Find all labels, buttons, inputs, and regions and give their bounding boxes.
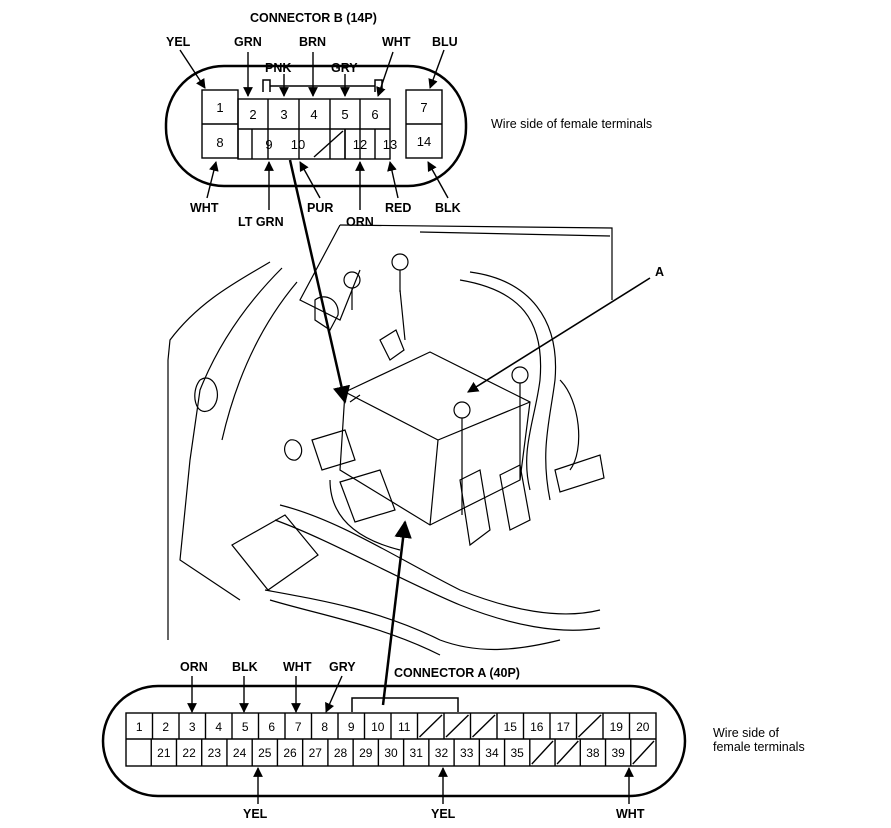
wire-label: BLU — [432, 35, 458, 49]
pin: 8 — [216, 135, 223, 150]
vehicle-illustration — [167, 224, 613, 656]
pin: 1 — [136, 720, 143, 734]
wire-label: YEL — [166, 35, 191, 49]
pin: 4 — [310, 107, 317, 122]
wire-label: GRN — [234, 35, 262, 49]
pin: 26 — [283, 746, 297, 760]
pin: 39 — [611, 746, 625, 760]
pin: 27 — [309, 746, 323, 760]
wire-label: ORN — [346, 215, 374, 229]
pin: 4 — [215, 720, 222, 734]
connector-b-bottom-arrows — [206, 161, 449, 210]
pin: 31 — [410, 746, 424, 760]
wire-label: GRY — [331, 61, 358, 75]
pin: 6 — [268, 720, 275, 734]
pin: 23 — [208, 746, 222, 760]
wire-label: WHT — [190, 201, 219, 215]
pin: 20 — [636, 720, 650, 734]
pin: 38 — [586, 746, 600, 760]
wire-label: PUR — [307, 201, 333, 215]
connector-a-shell — [101, 684, 687, 798]
pin: 28 — [334, 746, 348, 760]
pin: 30 — [384, 746, 398, 760]
pin: 7 — [420, 100, 427, 115]
pin: 14 — [417, 134, 431, 149]
connector-a-top-arrows — [187, 675, 343, 713]
wire-label: GRY — [329, 660, 356, 674]
wire-label: BLK — [232, 660, 258, 674]
pin: 3 — [280, 107, 287, 122]
connector-b-pins: 1 2 3 4 5 6 7 8 9 10 12 13 14 — [216, 100, 431, 152]
connector-b-side-note: Wire side of female terminals — [491, 117, 652, 131]
connector-a-side-note-line2: female terminals — [713, 740, 805, 754]
connector-a-bottom-arrows — [253, 767, 634, 804]
pin: 24 — [233, 746, 247, 760]
pin: 34 — [485, 746, 499, 760]
connector-a-leader — [381, 520, 412, 706]
wire-label: WHT — [616, 807, 645, 821]
connector-a-latch — [351, 697, 459, 712]
component-a-leader — [467, 277, 651, 393]
pin: 5 — [242, 720, 249, 734]
wire-label: BLK — [435, 201, 461, 215]
pin: 11 — [398, 720, 411, 734]
pin: 9 — [265, 137, 272, 152]
pin: 2 — [162, 720, 169, 734]
pin: 25 — [258, 746, 272, 760]
pin: 35 — [511, 746, 525, 760]
pin: 16 — [530, 720, 544, 734]
pin: 13 — [383, 137, 397, 152]
pin: 15 — [504, 720, 518, 734]
wire-label: LT GRN — [238, 215, 284, 229]
pin: 17 — [557, 720, 571, 734]
pin: 3 — [189, 720, 196, 734]
pin: 22 — [182, 746, 196, 760]
connector-b-grid — [201, 89, 443, 160]
pin: 10 — [291, 137, 305, 152]
pin: 8 — [321, 720, 328, 734]
wire-label: ORN — [180, 660, 208, 674]
wire-label: PNK — [265, 61, 291, 75]
connector-a-title: CONNECTOR A (40P) — [394, 666, 520, 680]
pin: 21 — [157, 746, 171, 760]
connector-b-title: CONNECTOR B (14P) — [250, 11, 377, 25]
pin: 9 — [348, 720, 355, 734]
pin: 33 — [460, 746, 474, 760]
wire-label: WHT — [382, 35, 411, 49]
connector-b-shell — [164, 64, 468, 188]
wire-label: BRN — [299, 35, 326, 49]
wire-label: WHT — [283, 660, 312, 674]
connector-b-leader — [288, 159, 351, 404]
pin: 12 — [353, 137, 367, 152]
pin: 5 — [341, 107, 348, 122]
connector-b: CONNECTOR B (14P) 1 2 3 4 — [164, 11, 652, 229]
wire-label: RED — [385, 201, 411, 215]
connector-a-grid — [125, 712, 657, 767]
connector-a-side-note-line1: Wire side of — [713, 726, 780, 740]
connector-b-latch — [262, 79, 383, 92]
pin: 29 — [359, 746, 373, 760]
pin: 10 — [371, 720, 385, 734]
pin: 2 — [249, 107, 256, 122]
connector-b-top-arrows — [179, 49, 445, 97]
wire-label: YEL — [243, 807, 268, 821]
pin: 1 — [216, 100, 223, 115]
pin: 7 — [295, 720, 302, 734]
pin: 32 — [435, 746, 449, 760]
wire-label: YEL — [431, 807, 456, 821]
pin: 19 — [610, 720, 624, 734]
component-a-label: A — [655, 265, 664, 279]
pin: 6 — [371, 107, 378, 122]
